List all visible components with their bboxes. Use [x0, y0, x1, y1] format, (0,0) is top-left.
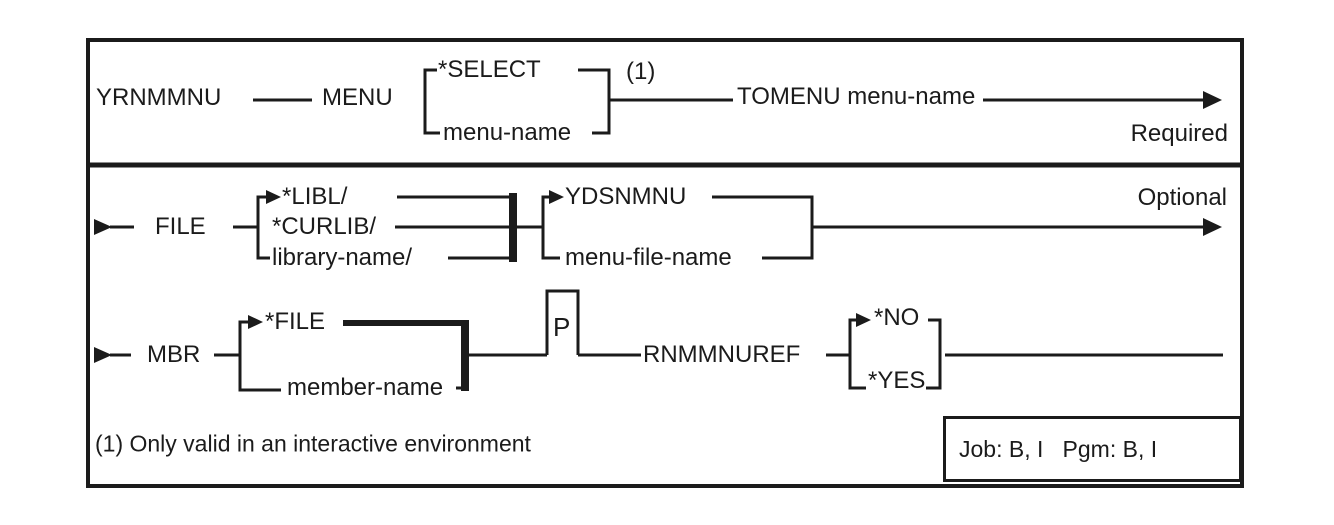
no-default-arrow-icon: [856, 313, 871, 327]
file-default-arrow-icon: [248, 315, 263, 329]
file-option-curlib: *CURLIB/: [272, 213, 377, 240]
menu-keyword: MENU: [322, 84, 393, 111]
mbr-keyword: MBR: [147, 341, 201, 368]
ydsnmnu-default-arrow-icon: [549, 190, 564, 204]
mbr-option-file: *FILE: [265, 308, 326, 335]
rnmmnuref-option-no: *NO: [874, 304, 920, 331]
rnmmnuref-keyword: RNMMNUREF: [643, 341, 801, 368]
file-row-start-arrow-icon: [94, 219, 112, 235]
rnmmnuref-option-yes: *YES: [868, 367, 926, 394]
prompt-box-outline: [545, 289, 580, 355]
diagram-border: [86, 38, 1244, 488]
environment-label: Job: B, I Pgm: B, I: [959, 435, 1158, 462]
menu-option-menu-name: menu-name: [443, 119, 572, 146]
footnote-ref: (1): [626, 58, 656, 85]
required-badge: Required: [1130, 120, 1228, 147]
file-option-menu-file-name: menu-file-name: [565, 244, 732, 271]
footnote-text: (1) Only valid in an interactive environ…: [95, 430, 531, 457]
mbr-row-start-arrow-icon: [94, 347, 112, 363]
file-option-ydsnmnu: YDSNMNU: [565, 183, 687, 210]
file-option-libl: *LIBL/: [282, 183, 348, 210]
environment-box: Job: B, I Pgm: B, I: [943, 416, 1242, 482]
command-name: YRNMMNU: [96, 84, 222, 111]
mbr-option-member-name: member-name: [287, 374, 444, 401]
optional-end-arrowhead-icon: [1203, 218, 1222, 236]
optional-badge: Optional: [1137, 184, 1227, 211]
menu-option-select: *SELECT: [438, 56, 541, 83]
libl-default-arrow-icon: [266, 190, 281, 204]
required-end-arrowhead-icon: [1203, 91, 1222, 109]
tomenu-label: TOMENU menu-name: [737, 83, 976, 110]
prompt-marker: P: [553, 312, 571, 342]
file-option-library-name: library-name/: [272, 244, 413, 271]
file-keyword: FILE: [155, 213, 206, 240]
